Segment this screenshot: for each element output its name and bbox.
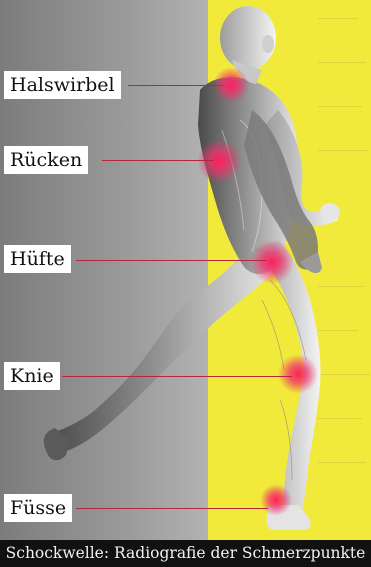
- pain-spot-hip: [250, 240, 294, 284]
- leader-line-hip: [76, 260, 266, 261]
- label-neck: Halswirbel: [4, 71, 121, 99]
- label-hip: Hüfte: [4, 245, 71, 273]
- leader-line-knee: [62, 376, 292, 377]
- leader-line-neck: [128, 85, 223, 86]
- label-feet: Füsse: [4, 494, 72, 522]
- pain-spot-feet: [260, 484, 292, 516]
- label-knee: Knie: [4, 362, 60, 390]
- pain-spot-knee: [278, 354, 318, 394]
- figure-caption: Schockwelle: Radiografie der Schmerzpunk…: [0, 540, 371, 567]
- back-leg: [44, 245, 275, 460]
- pain-spot-back: [197, 139, 241, 183]
- leader-line-back: [102, 160, 214, 161]
- label-back: Rücken: [4, 146, 88, 174]
- leader-line-feet: [76, 508, 268, 509]
